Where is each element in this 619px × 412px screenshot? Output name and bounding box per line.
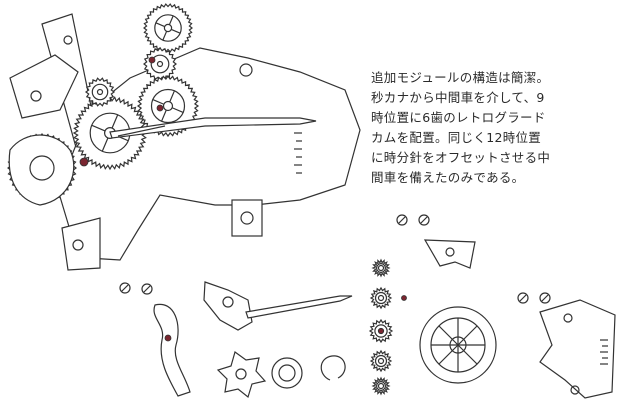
lever-jewel [164, 334, 172, 342]
red-jewel [401, 295, 407, 301]
loose-screw [517, 292, 529, 304]
screw-slot [398, 216, 406, 224]
dial-plate-hole [563, 313, 573, 323]
right-screw-plate [231, 199, 263, 237]
screw-slot [143, 285, 151, 293]
small-top-bridge [423, 239, 476, 269]
open-spring [320, 355, 346, 381]
caption-line-4: カムを配置。同じく12時位置 [371, 130, 542, 145]
gear-upper-left [84, 77, 116, 107]
exploded-parts [119, 214, 616, 399]
loose-screw [418, 214, 430, 226]
exploded-hand [245, 295, 353, 319]
star-wheel [216, 351, 267, 399]
assembled-module [7, 3, 361, 271]
caption-line-5: に時分針をオフセットさせる中 [371, 150, 551, 165]
hand-bridge-piece [203, 281, 253, 331]
caption-line-1: 追加モジュールの構造は簡潔。 [371, 70, 550, 85]
screw-slot [420, 216, 428, 224]
loose-screw [396, 214, 408, 226]
red-jewel [148, 56, 156, 64]
red-jewel [79, 157, 89, 167]
red-jewel [378, 328, 384, 334]
secondary-hand [117, 125, 166, 137]
upper-right-screw [239, 63, 253, 77]
exploded-gear-stack [368, 258, 407, 396]
caption-line-3: 時位置に6歯のレトログラード [371, 110, 546, 125]
caption-line-2: 秒カナから中間車を介して、9 [371, 90, 545, 105]
small-disc-hub [278, 364, 296, 382]
bridge-jewel [222, 296, 234, 308]
upper-left-jewel [30, 90, 42, 102]
exploded-wheel-1 [371, 258, 391, 278]
exploded-wheel-4 [369, 349, 393, 373]
loose-screw [539, 292, 551, 304]
retrograde-hand [109, 117, 317, 139]
curved-lever [153, 303, 191, 397]
right-dial-plate [539, 299, 616, 399]
caption-line-6: 間車を備えたのみである。 [371, 170, 525, 185]
dial-plate-hole [570, 385, 580, 395]
screw-slot [121, 284, 129, 292]
gear-top-center-large [143, 3, 193, 53]
small-bridge-hole [445, 247, 455, 257]
bottom-plate-jewel [72, 239, 84, 251]
large-retrograde-disc [419, 306, 497, 384]
loose-screw [141, 283, 153, 295]
module-description-caption: 追加モジュールの構造は簡潔。 秒カナから中間車を介して、9 時位置に6歯のレトロ… [371, 68, 611, 188]
screw-slot [519, 294, 527, 302]
upper-left-plate [9, 54, 79, 119]
exploded-wheel-2 [369, 286, 393, 310]
red-jewel [156, 104, 164, 112]
cam-hub [29, 155, 55, 181]
small-disc-gear [271, 357, 303, 389]
plate-screw-hole [63, 35, 73, 45]
exploded-wheel-5 [371, 376, 391, 396]
dial-scale [294, 132, 302, 174]
bottom-plate [61, 217, 101, 271]
right-screw [240, 211, 254, 225]
loose-screw [119, 282, 131, 294]
screw-slot [541, 294, 549, 302]
retrograde-cam-six-tooth [8, 134, 75, 206]
